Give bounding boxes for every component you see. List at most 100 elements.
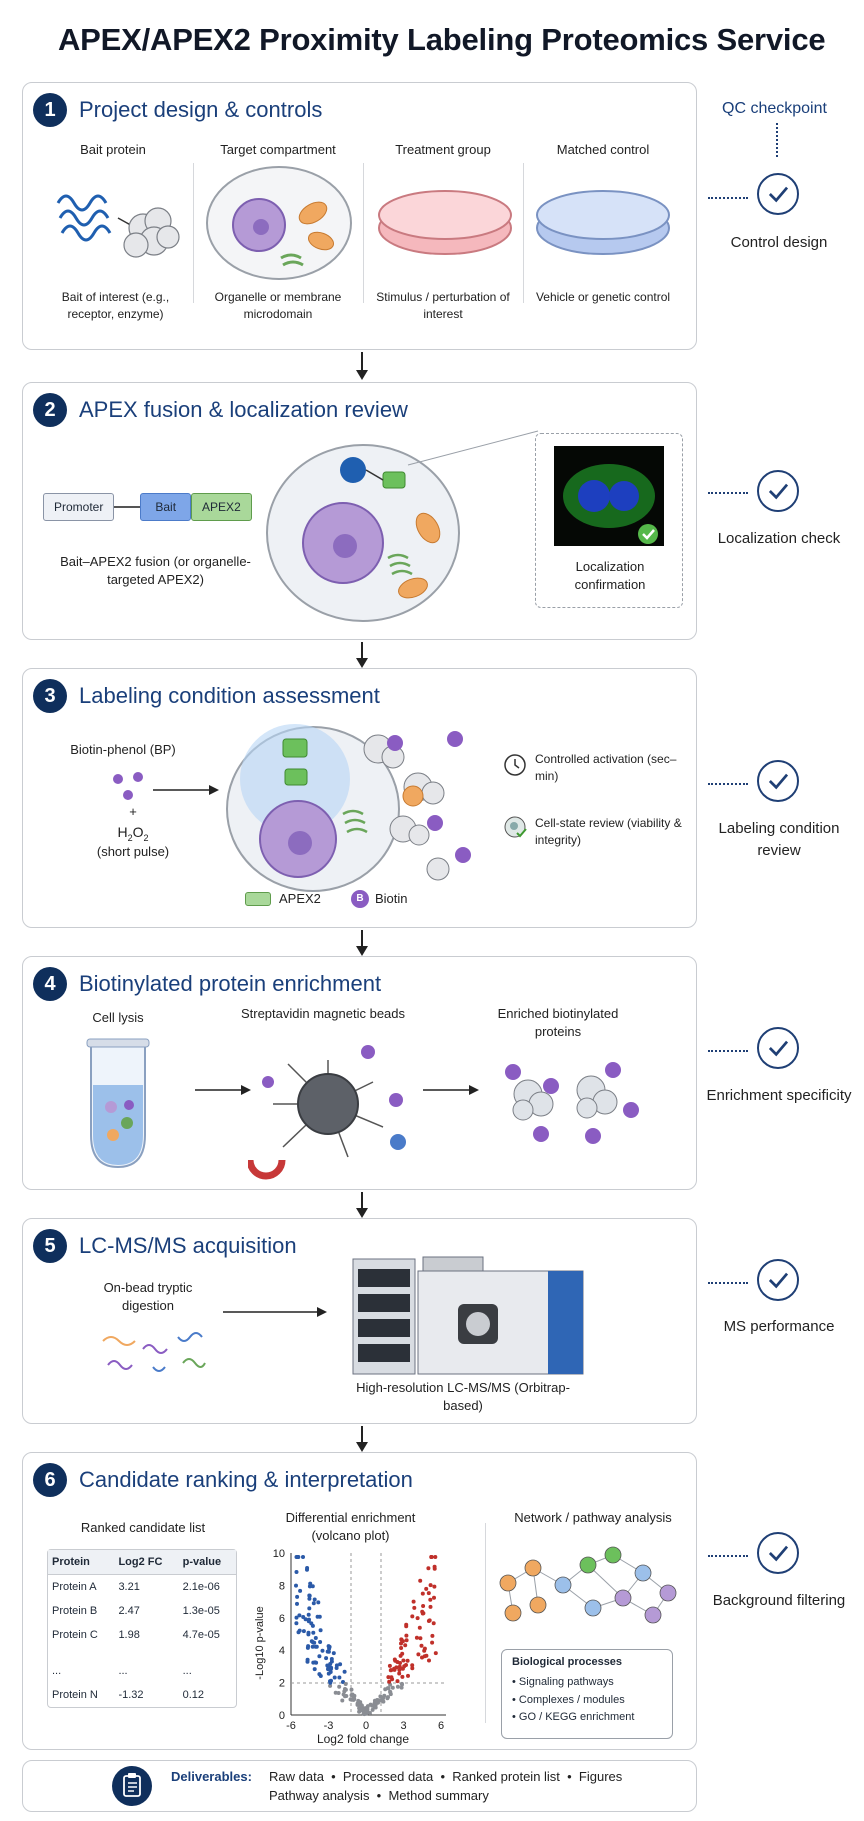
step-number: 2 (33, 393, 67, 427)
volcano-point (367, 1711, 372, 1715)
volcano-point (360, 1708, 365, 1713)
volcano-point (349, 1697, 354, 1702)
ranked-list-title: Ranked candidate list (80, 1520, 206, 1535)
volcano-point (306, 1612, 311, 1617)
volcano-xtick: -6 (286, 1720, 296, 1732)
step-1-card: 1 Project design & controls Bait protein… (22, 82, 697, 350)
col-log2fc: Log2 FC (114, 1550, 179, 1575)
volcano-point (350, 1692, 355, 1697)
volcano-point (420, 1609, 425, 1614)
volcano-point (337, 1684, 342, 1689)
volcano-point (338, 1662, 343, 1667)
volcano-point (329, 1678, 333, 1683)
volcano-point (294, 1615, 299, 1620)
page-title: APEX/APEX2 Proximity Labeling Proteomics… (58, 22, 826, 57)
volcano-point (418, 1636, 423, 1641)
volcano-point (365, 1704, 370, 1709)
volcano-point (298, 1588, 303, 1593)
volcano-point (370, 1703, 375, 1708)
volcano-point (395, 1679, 400, 1684)
process-arrow (423, 1085, 479, 1095)
volcano-point (414, 1635, 419, 1640)
volcano-point (327, 1644, 332, 1649)
volcano-point (412, 1605, 417, 1610)
h2o2-label: H2O2 (117, 824, 149, 843)
qc-connector (776, 123, 778, 157)
volcano-point (318, 1640, 323, 1644)
volcano-point (326, 1671, 331, 1676)
volcano-point (403, 1643, 408, 1648)
step-6-card: 6 Candidate ranking & interpretation Ran… (22, 1452, 697, 1750)
volcano-point (328, 1683, 333, 1688)
volcano-point (397, 1671, 402, 1676)
panel-header-bait: Bait protein (80, 142, 146, 157)
volcano-point (343, 1687, 347, 1691)
step-title: Project design & controls (79, 97, 323, 122)
volcano-point (424, 1653, 429, 1658)
volcano-point (317, 1654, 322, 1659)
volcano-point (306, 1644, 311, 1649)
volcano-point (312, 1597, 317, 1602)
volcano-point (388, 1690, 393, 1695)
biotin-phenol-icon (113, 772, 143, 800)
volcano-point (386, 1675, 391, 1680)
step-3-card: 3 Labeling condition assessment Biotin-p… (22, 668, 697, 928)
volcano-point (433, 1555, 438, 1559)
step-title: Candidate ranking & interpretation (79, 1467, 413, 1492)
qc-label-background: Background filtering (712, 1592, 846, 1609)
volcano-ytick: 6 (279, 1613, 285, 1625)
panel-caption-compartment: Organelle or membrane microdomain (214, 290, 342, 321)
list-item: • GO / KEGG enrichment (512, 1711, 635, 1724)
panel-caption-treatment: Stimulus / perturbation of interest (376, 290, 510, 321)
volcano-point (406, 1673, 410, 1678)
panel-header-control: Matched control (556, 142, 650, 157)
volcano-xtick: 6 (438, 1720, 444, 1732)
volcano-point (340, 1698, 345, 1703)
qc-checkpoint-title: QC checkpoint (722, 100, 827, 117)
volcano-point (421, 1604, 426, 1608)
clock-icon (504, 754, 526, 776)
treatment-dish-icon (378, 190, 512, 255)
volcano-point (400, 1639, 405, 1644)
volcano-xtick: -3 (324, 1720, 334, 1732)
qc-label-control-design: Control design (730, 234, 828, 251)
volcano-point (313, 1636, 318, 1640)
volcano-point (332, 1675, 337, 1680)
plus-sign: + (129, 804, 137, 819)
volcano-point (410, 1666, 415, 1671)
volcano-point (318, 1674, 323, 1678)
peptides-icon (102, 1332, 206, 1372)
step-2-card: 2 APEX fusion & localization review Prom… (22, 382, 697, 640)
volcano-point (295, 1594, 300, 1599)
mass-spectrometer-icon (352, 1256, 584, 1375)
volcano-point (334, 1666, 339, 1670)
step-number: 3 (33, 679, 67, 713)
localization-inset: Localization confirmation (535, 433, 683, 608)
network-graph-icon (499, 1546, 677, 1624)
network-title: Network / pathway analysis (514, 1510, 672, 1525)
legend-biotin-label: Biotin (375, 891, 408, 906)
volcano-point (416, 1652, 421, 1657)
qc-check-icon (757, 1259, 799, 1301)
step-title: LC-MS/MS acquisition (79, 1233, 297, 1258)
volcano-point (294, 1570, 299, 1574)
volcano-point (301, 1629, 306, 1634)
qc-check-icon (757, 173, 799, 215)
volcano-point (311, 1601, 316, 1606)
volcano-point (325, 1649, 330, 1654)
volcano-point (311, 1630, 316, 1635)
volcano-point (311, 1660, 316, 1665)
inset-caption: Localization confirmation (574, 559, 646, 593)
qc-check-icon (757, 1532, 799, 1574)
step-5-card: 5 LC-MS/MS acquisition On-bead tryptic d… (22, 1218, 697, 1424)
volcano-point (401, 1658, 406, 1663)
volcano-point (307, 1596, 312, 1601)
volcano-point (343, 1694, 347, 1699)
volcano-point (399, 1685, 404, 1690)
volcano-point (399, 1681, 404, 1686)
biological-processes-box: Biological processes • Signaling pathway… (501, 1649, 673, 1739)
volcano-point (430, 1633, 435, 1638)
panel-header-compartment: Target compartment (220, 142, 336, 157)
panel-header-treatment: Treatment group (395, 142, 491, 157)
